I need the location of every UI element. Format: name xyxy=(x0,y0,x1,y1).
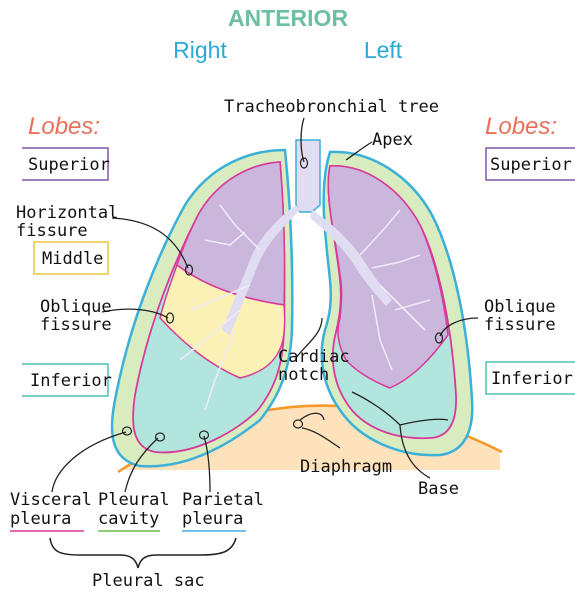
left-superior-lobe xyxy=(327,165,449,389)
apex-label: Apex xyxy=(372,130,413,150)
inferior-label-left: Inferior xyxy=(491,369,573,389)
superior-label-left: Superior xyxy=(490,155,572,175)
parietal-pleura-label-2: pleura xyxy=(182,509,243,529)
parietal-pleura-label-1: Parietal xyxy=(182,490,264,510)
diagram-title: ANTERIOR xyxy=(228,5,349,31)
left-main-bronchus xyxy=(310,210,392,306)
pleural-sac-brace xyxy=(49,537,237,569)
leader-lines xyxy=(51,117,479,493)
diaphragm-label: Diaphragm xyxy=(300,457,392,477)
visceral-pleura-label-2: pleura xyxy=(10,509,71,529)
visceral-pleura-label-1: Visceral xyxy=(10,490,92,510)
oblique-fissure-left-label-1: Oblique xyxy=(484,297,556,317)
superior-label-right: Superior xyxy=(28,155,110,175)
base-label: Base xyxy=(418,479,459,499)
cardiac-notch-label-2: notch xyxy=(278,365,329,385)
bronchial-branches xyxy=(179,204,431,411)
left-side-label: Left xyxy=(364,37,403,63)
pleural-sac-label: Pleural sac xyxy=(92,571,205,591)
horizontal-fissure-label-2: fissure xyxy=(16,221,88,241)
horizontal-fissure-label-1: Horizontal xyxy=(16,203,118,223)
inferior-box-right xyxy=(22,363,109,397)
trachea xyxy=(295,139,321,213)
middle-box xyxy=(33,241,109,275)
tracheobronchial-tree-label: Tracheobronchial tree xyxy=(224,97,439,117)
inferior-label-right: Inferior xyxy=(30,371,112,391)
inferior-box-left xyxy=(485,361,575,395)
pleural-cavity-label-1: Pleural xyxy=(98,490,170,510)
right-middle-lobe xyxy=(159,263,286,379)
right-side-label: Right xyxy=(173,37,227,63)
superior-box-right xyxy=(22,147,109,181)
pleural-cavity-label-2: cavity xyxy=(98,509,159,529)
right-main-bronchus xyxy=(222,205,300,335)
middle-label: Middle xyxy=(42,249,103,269)
oblique-fissure-left-label-2: fissure xyxy=(484,315,556,335)
lobes-heading-left: Lobes: xyxy=(485,113,557,140)
superior-box-left xyxy=(485,147,575,181)
cardiac-notch-label-1: Cardiac xyxy=(278,347,350,367)
oblique-fissure-right-label-2: fissure xyxy=(40,315,112,335)
lobes-heading-right: Lobes: xyxy=(28,113,100,140)
oblique-fissure-right-label-1: Oblique xyxy=(40,297,112,317)
